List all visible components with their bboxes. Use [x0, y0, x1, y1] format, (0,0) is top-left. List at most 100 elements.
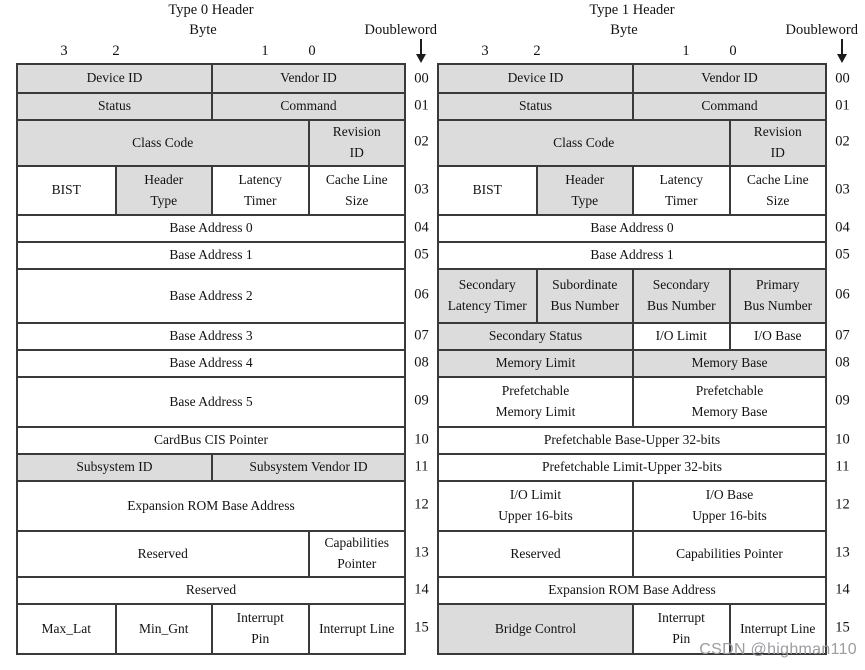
register-cell: Interrupt Pin	[632, 605, 729, 653]
register-cell: Device ID	[18, 65, 211, 92]
bit-label: 1	[682, 43, 690, 59]
register-cell: Base Address 3	[18, 324, 404, 349]
register-cell: Reserved	[439, 532, 632, 576]
register-cell: Status	[439, 94, 632, 119]
doubleword-number: 00	[414, 70, 429, 86]
table-row: Base Address 1	[18, 241, 404, 268]
bit-label: 0	[308, 43, 316, 59]
doubleword-number: 12	[414, 496, 429, 513]
register-cell: Vendor ID	[632, 65, 825, 92]
doubleword-number: 11	[835, 458, 850, 474]
bit-label: 3	[481, 43, 489, 59]
register-cell: Prefetchable Base-Upper 32-bits	[439, 428, 825, 453]
doubleword-number: 01	[414, 97, 429, 113]
register-cell: Header Type	[535, 167, 632, 214]
register-cell: Expansion ROM Base Address	[18, 482, 404, 530]
register-cell: Base Address 1	[439, 243, 825, 268]
register-cell: Reserved	[18, 578, 404, 603]
register-cell: Prefetchable Memory Base	[632, 378, 825, 426]
doubleword-number: 02	[414, 133, 429, 150]
register-cell: Secondary Latency Timer	[439, 270, 536, 322]
register-cell: Base Address 4	[18, 351, 404, 376]
register-cell: I/O Limit Upper 16-bits	[439, 482, 632, 530]
bit-label: 0	[729, 43, 737, 59]
doubleword-number: 07	[414, 327, 429, 343]
bit-label: 2	[112, 43, 120, 59]
type1-byte-label: Byte	[610, 22, 638, 38]
type1-doubleword-label: Doubleword	[785, 22, 859, 38]
register-cell: BIST	[439, 167, 536, 214]
bit-label: 2	[533, 43, 541, 59]
table-row: Base Address 3	[18, 322, 404, 349]
doubleword-number: 10	[414, 431, 429, 447]
doubleword-number: 14	[835, 581, 850, 597]
doubleword-number: 12	[835, 496, 850, 513]
register-cell: Cache Line Size	[728, 167, 825, 214]
type1-title: Type 1 Header	[589, 2, 675, 18]
bit-label: 1	[261, 43, 269, 59]
register-cell: Expansion ROM Base Address	[439, 578, 825, 603]
type0-bit-labels: 3 2 1 0	[16, 43, 406, 61]
doubleword-number: 13	[414, 544, 429, 561]
register-cell: Base Address 0	[18, 216, 404, 241]
register-cell: Secondary Status	[439, 324, 632, 349]
register-cell: Base Address 5	[18, 378, 404, 426]
doubleword-number: 05	[414, 246, 429, 262]
doubleword-number: 11	[414, 458, 429, 474]
register-cell: Status	[18, 94, 211, 119]
doubleword-number: 13	[835, 544, 850, 561]
register-cell: I/O Base Upper 16-bits	[632, 482, 825, 530]
table-row: Base Address 0	[18, 214, 404, 241]
register-cell: Revision ID	[728, 121, 825, 165]
register-cell: Memory Base	[632, 351, 825, 376]
down-arrow-icon	[835, 39, 849, 63]
doubleword-number: 07	[835, 327, 850, 343]
doubleword-number: 00	[835, 70, 850, 86]
register-cell: CardBus CIS Pointer	[18, 428, 404, 453]
register-cell: Cache Line Size	[307, 167, 404, 214]
doubleword-number: 10	[835, 431, 850, 447]
table-row: Base Address 4	[18, 349, 404, 376]
register-cell: Device ID	[439, 65, 632, 92]
register-cell: Command	[211, 94, 404, 119]
table-row: Base Address 1	[439, 241, 825, 268]
register-cell: Prefetchable Memory Limit	[439, 378, 632, 426]
register-cell: Interrupt Pin	[211, 605, 308, 653]
doubleword-number: 03	[835, 181, 850, 197]
type1-bit-labels: 3 2 1 0	[437, 43, 827, 61]
register-cell: Command	[632, 94, 825, 119]
doubleword-number: 04	[414, 219, 429, 235]
doubleword-number: 09	[414, 392, 429, 409]
doubleword-number: 08	[414, 354, 429, 370]
doubleword-number: 05	[835, 246, 850, 262]
bit-label: 3	[60, 43, 68, 59]
register-cell: Base Address 0	[439, 216, 825, 241]
register-cell: Bridge Control	[439, 605, 632, 653]
table-row: CardBus CIS Pointer	[18, 426, 404, 453]
register-cell: Latency Timer	[211, 167, 308, 214]
table-row: Base Address 5	[18, 376, 404, 426]
register-cell: Base Address 2	[18, 270, 404, 322]
register-cell: Subordinate Bus Number	[535, 270, 632, 322]
doubleword-number: 03	[414, 181, 429, 197]
register-cell: I/O Limit	[632, 324, 729, 349]
register-cell: Vendor ID	[211, 65, 404, 92]
doubleword-number: 06	[835, 286, 850, 303]
